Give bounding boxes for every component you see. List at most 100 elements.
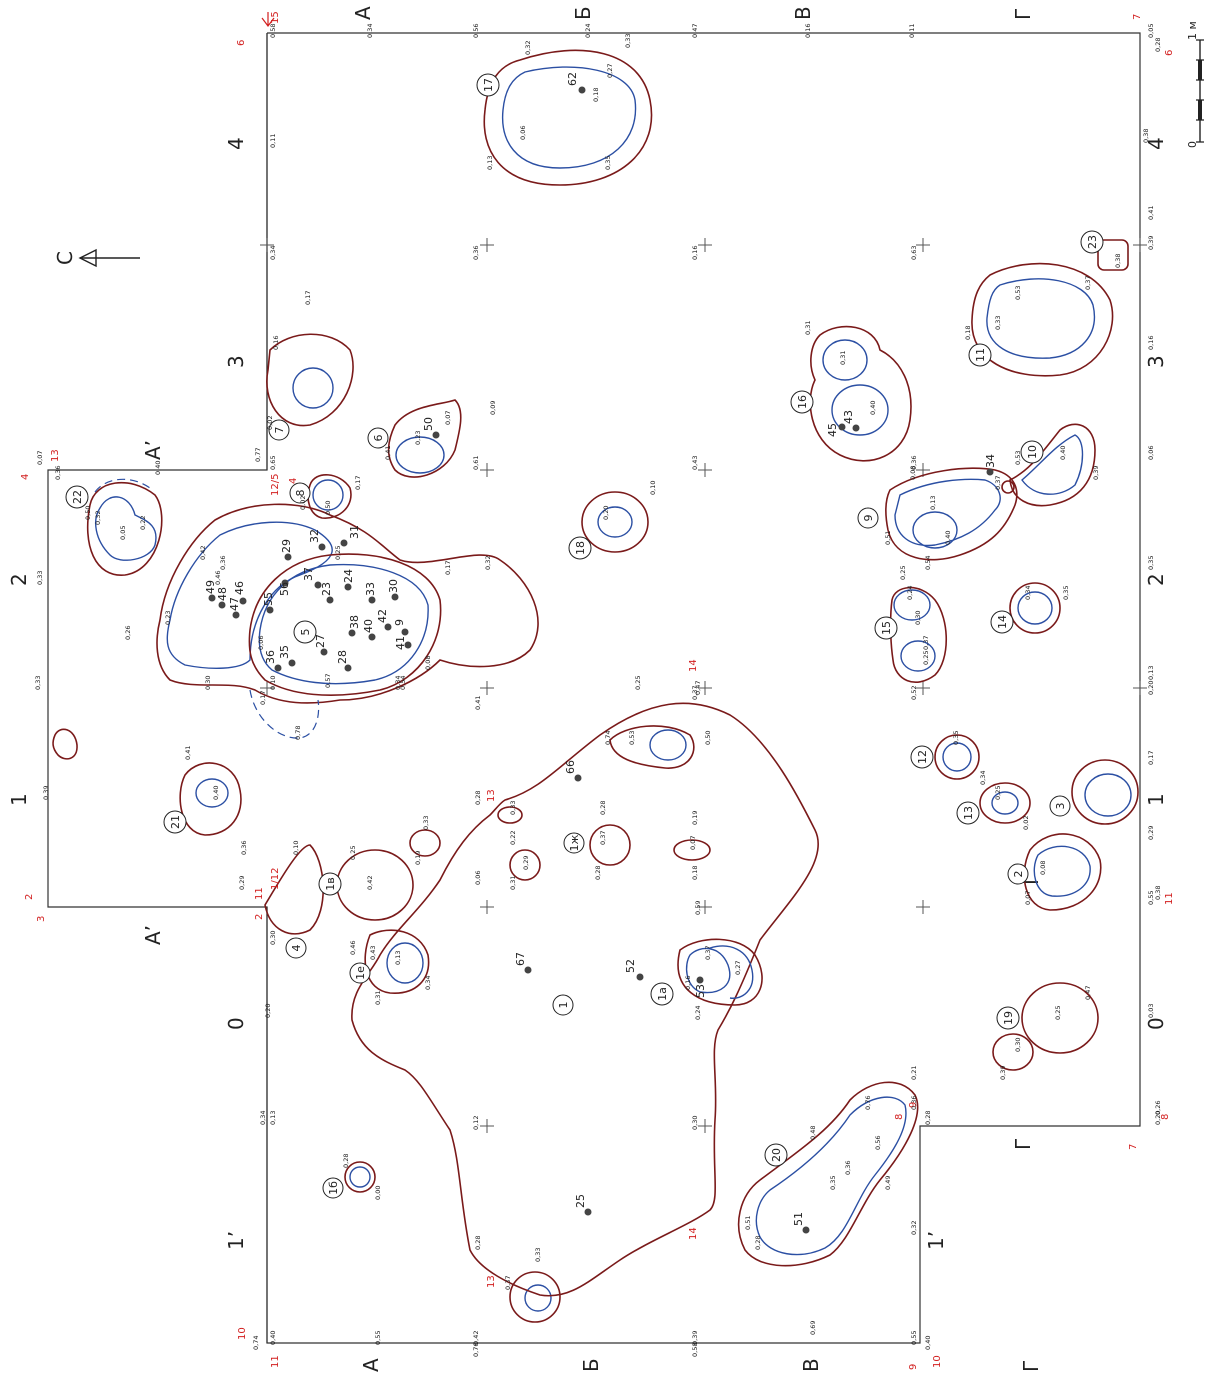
elevation-mark: 0,28 bbox=[594, 866, 602, 880]
svg-text:55: 55 bbox=[262, 592, 275, 606]
find-41: 41 bbox=[394, 636, 412, 650]
svg-text:66: 66 bbox=[564, 760, 577, 774]
scale-top-label: 1 м bbox=[1186, 21, 1199, 40]
svg-text:1ж: 1ж bbox=[568, 834, 581, 851]
elevation-mark: 0,08 bbox=[1039, 861, 1047, 875]
elevation-mark: 0,13 bbox=[486, 156, 494, 170]
elevation-mark: 0,69 bbox=[809, 1321, 817, 1335]
elevation-mark: 0,29 bbox=[238, 876, 246, 890]
elevation-mark: 0,20 bbox=[1147, 681, 1155, 695]
svg-text:1а: 1а bbox=[656, 987, 669, 1001]
find-32: 32 bbox=[308, 529, 326, 551]
svg-text:7: 7 bbox=[273, 427, 286, 434]
elevation-mark: 0,41 bbox=[384, 446, 392, 460]
svg-text:14: 14 bbox=[996, 615, 1009, 629]
elevation-mark: 0,51 bbox=[744, 1216, 752, 1230]
svg-text:8: 8 bbox=[294, 490, 307, 497]
feature-1v: 1в bbox=[318, 872, 342, 896]
svg-text:1б: 1б bbox=[327, 1181, 340, 1195]
elevation-mark: 0,19 bbox=[691, 811, 699, 825]
elevation-mark: 0,39 bbox=[999, 1066, 1007, 1080]
elevation-mark: 0,02 bbox=[299, 496, 307, 510]
find-24: 24 bbox=[342, 569, 355, 591]
svg-text:18: 18 bbox=[574, 541, 587, 555]
section-mark-11: 11 bbox=[254, 887, 265, 900]
elevation-mark: 0,28 bbox=[754, 1236, 762, 1250]
find-53: 53 bbox=[694, 976, 707, 998]
elevation-mark: 0,26 bbox=[1154, 1101, 1162, 1115]
elevation-mark: 0,59 bbox=[694, 901, 702, 915]
elevation-mark: 0,33 bbox=[509, 801, 517, 815]
elevation-mark: 0,17 bbox=[259, 691, 267, 705]
elevation-mark: 0,18 bbox=[691, 866, 699, 880]
find-35: 35 bbox=[278, 645, 296, 667]
grid-label-right-0: 0 bbox=[1144, 1017, 1168, 1030]
section-mark-2: 2 bbox=[24, 894, 35, 900]
svg-text:6: 6 bbox=[1164, 50, 1175, 56]
find-48: 48 bbox=[216, 587, 229, 609]
elevation-mark: 0,32 bbox=[910, 1221, 918, 1235]
find-67: 67 bbox=[514, 952, 532, 974]
svg-text:19: 19 bbox=[1002, 1011, 1015, 1025]
elevation-mark: 0,37 bbox=[504, 1276, 512, 1290]
svg-text:11: 11 bbox=[270, 1355, 281, 1368]
elevation-mark: 0,13 bbox=[394, 951, 402, 965]
elevation-mark: 0,27 bbox=[734, 961, 742, 975]
feature-2: 2 bbox=[1007, 863, 1029, 885]
svg-text:33: 33 bbox=[364, 582, 377, 596]
elevation-mark: 0,65 bbox=[269, 456, 277, 470]
elevation-mark: 0,53 bbox=[628, 731, 636, 745]
grid-label-bottom-v: В bbox=[799, 1358, 823, 1372]
section-mark-1-12: 1/12 bbox=[270, 868, 281, 890]
svg-text:31: 31 bbox=[348, 525, 361, 539]
elevation-mark: 0,12 bbox=[472, 1116, 480, 1130]
elevation-mark: 0,25 bbox=[994, 786, 1002, 800]
elevation-mark: 0,50 bbox=[324, 501, 332, 515]
svg-text:9: 9 bbox=[908, 1102, 919, 1108]
elevation-mark: 0,10 bbox=[649, 481, 657, 495]
svg-text:1/12: 1/12 bbox=[270, 868, 281, 890]
svg-text:51: 51 bbox=[792, 1212, 805, 1226]
find-43: 43 bbox=[842, 410, 860, 432]
svg-text:36: 36 bbox=[264, 650, 277, 664]
elevation-mark: 0,35 bbox=[952, 731, 960, 745]
grid-label-left-0: 0 bbox=[224, 1017, 248, 1030]
find-51: 51 bbox=[792, 1212, 810, 1234]
elevation-mark: 0,56 bbox=[472, 24, 480, 38]
elevation-mark: 0,16 bbox=[1147, 336, 1155, 350]
feature-1a: 1а bbox=[650, 982, 674, 1006]
elevation-mark: 0,37 bbox=[691, 686, 699, 700]
elevation-mark: 0,36 bbox=[240, 841, 248, 855]
elevation-mark: 0,20 bbox=[1154, 1111, 1162, 1125]
elevation-mark: 0,47 bbox=[1084, 986, 1092, 1000]
elevation-mark: 0,16 bbox=[691, 246, 699, 260]
svg-text:3: 3 bbox=[1054, 803, 1067, 810]
svg-text:48: 48 bbox=[216, 587, 229, 601]
svg-text:3: 3 bbox=[36, 916, 47, 922]
elevation-mark: 0,33 bbox=[624, 34, 632, 48]
feature-18: 18 bbox=[568, 536, 592, 560]
elevation-mark: 0,21 bbox=[910, 1066, 918, 1080]
feature-16: 16 bbox=[790, 390, 814, 414]
grid-label-top-b: Б bbox=[571, 6, 595, 20]
grid-label-inner-a2: А’ bbox=[141, 925, 165, 945]
svg-text:14: 14 bbox=[688, 659, 699, 672]
svg-text:12: 12 bbox=[916, 750, 929, 764]
elevation-mark: 0,40 bbox=[269, 1331, 277, 1345]
elevation-mark: 0,29 bbox=[522, 856, 530, 870]
elevation-mark: 0,30 bbox=[1014, 1038, 1022, 1052]
elevation-mark: 0,32 bbox=[484, 556, 492, 570]
grid-label-bottom-b: Б bbox=[579, 1358, 603, 1372]
elevation-mark: 0,07 bbox=[1024, 891, 1032, 905]
section-mark-13-mid: 13 bbox=[486, 789, 497, 802]
elevation-mark: 0,40 bbox=[944, 531, 952, 545]
elevation-mark: 0,42 bbox=[366, 876, 374, 890]
svg-text:43: 43 bbox=[842, 410, 855, 424]
svg-text:52: 52 bbox=[624, 959, 637, 973]
find-55: 55 bbox=[262, 592, 275, 614]
elevation-mark: 0,02 bbox=[1022, 816, 1030, 830]
elevation-mark: 0,40 bbox=[212, 786, 220, 800]
svg-text:41: 41 bbox=[394, 636, 407, 650]
elevation-mark: 0,22 bbox=[509, 831, 517, 845]
elevation-mark: 0,25 bbox=[349, 846, 357, 860]
